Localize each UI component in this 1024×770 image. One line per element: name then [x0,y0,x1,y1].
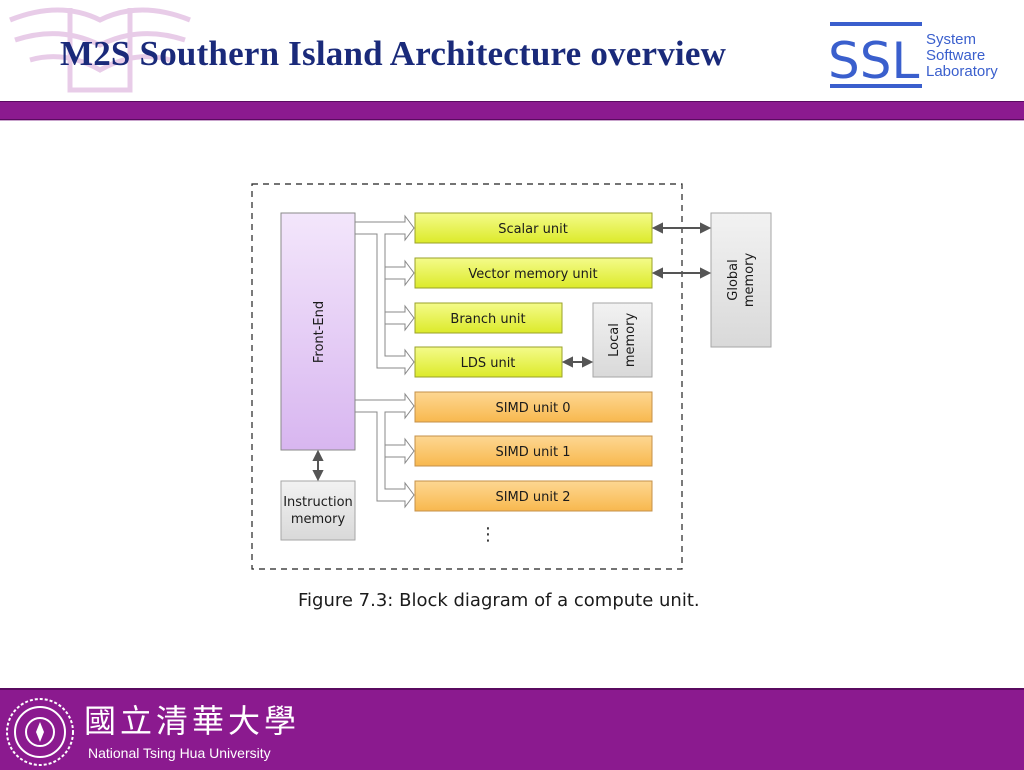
university-name-en: National Tsing Hua University [88,745,271,761]
branch-unit-label: Branch unit [450,312,525,327]
global-memory-label-2: memory [742,253,757,308]
lds-unit-block [414,346,563,378]
local-memory-label-1: Local [607,323,622,357]
footer-band: 國立清華大學 National Tsing Hua University [0,688,1024,770]
logo-line-1: System [926,31,976,48]
dispatch-arrows [354,214,415,509]
slide-title: M2S Southern Island Architecture overvie… [60,34,727,73]
logo-line-2: Software [926,47,985,64]
simd-unit-1-label: SIMD unit 1 [495,445,570,460]
global-memory-label-1: Global [726,259,741,300]
header-band [0,101,1024,120]
university-watermark-icon [9,7,191,93]
header-divider [0,120,1024,121]
university-name-cjk: 國立清華大學 [84,702,301,740]
more-units-ellipsis: ⋮ [479,524,497,545]
simd-unit-2-label: SIMD unit 2 [495,490,570,505]
simd-unit-2-block [414,480,653,512]
simd-unit-1-block [414,435,653,467]
figure-caption: Figure 7.3: Block diagram of a compute u… [298,590,700,611]
scalar-unit-block [414,212,653,244]
scalar-unit-label: Scalar unit [498,222,568,237]
instruction-memory-label-2: memory [291,512,346,527]
logo-line-3: Laboratory [926,63,998,80]
simd-unit-0-label: SIMD unit 0 [495,401,570,416]
instruction-memory-block [280,480,356,541]
logo-mark: SSL [828,32,919,90]
local-memory-block [592,302,653,378]
memory-links [312,222,712,482]
simd-unit-0-block [414,391,653,423]
instruction-memory-label-1: Instruction [283,495,353,510]
university-seal-icon [6,698,74,766]
front-end-label: Front-End [312,301,327,363]
ssl-logo: SSL System Software Laboratory [828,22,998,90]
local-memory-label-2: memory [623,313,638,368]
branch-unit-block [414,302,563,334]
compute-unit-boundary [251,183,683,570]
global-memory-block [710,212,772,348]
vector-memory-unit-label: Vector memory unit [468,267,597,282]
vector-memory-unit-block [414,257,653,289]
lds-unit-label: LDS unit [461,356,516,371]
